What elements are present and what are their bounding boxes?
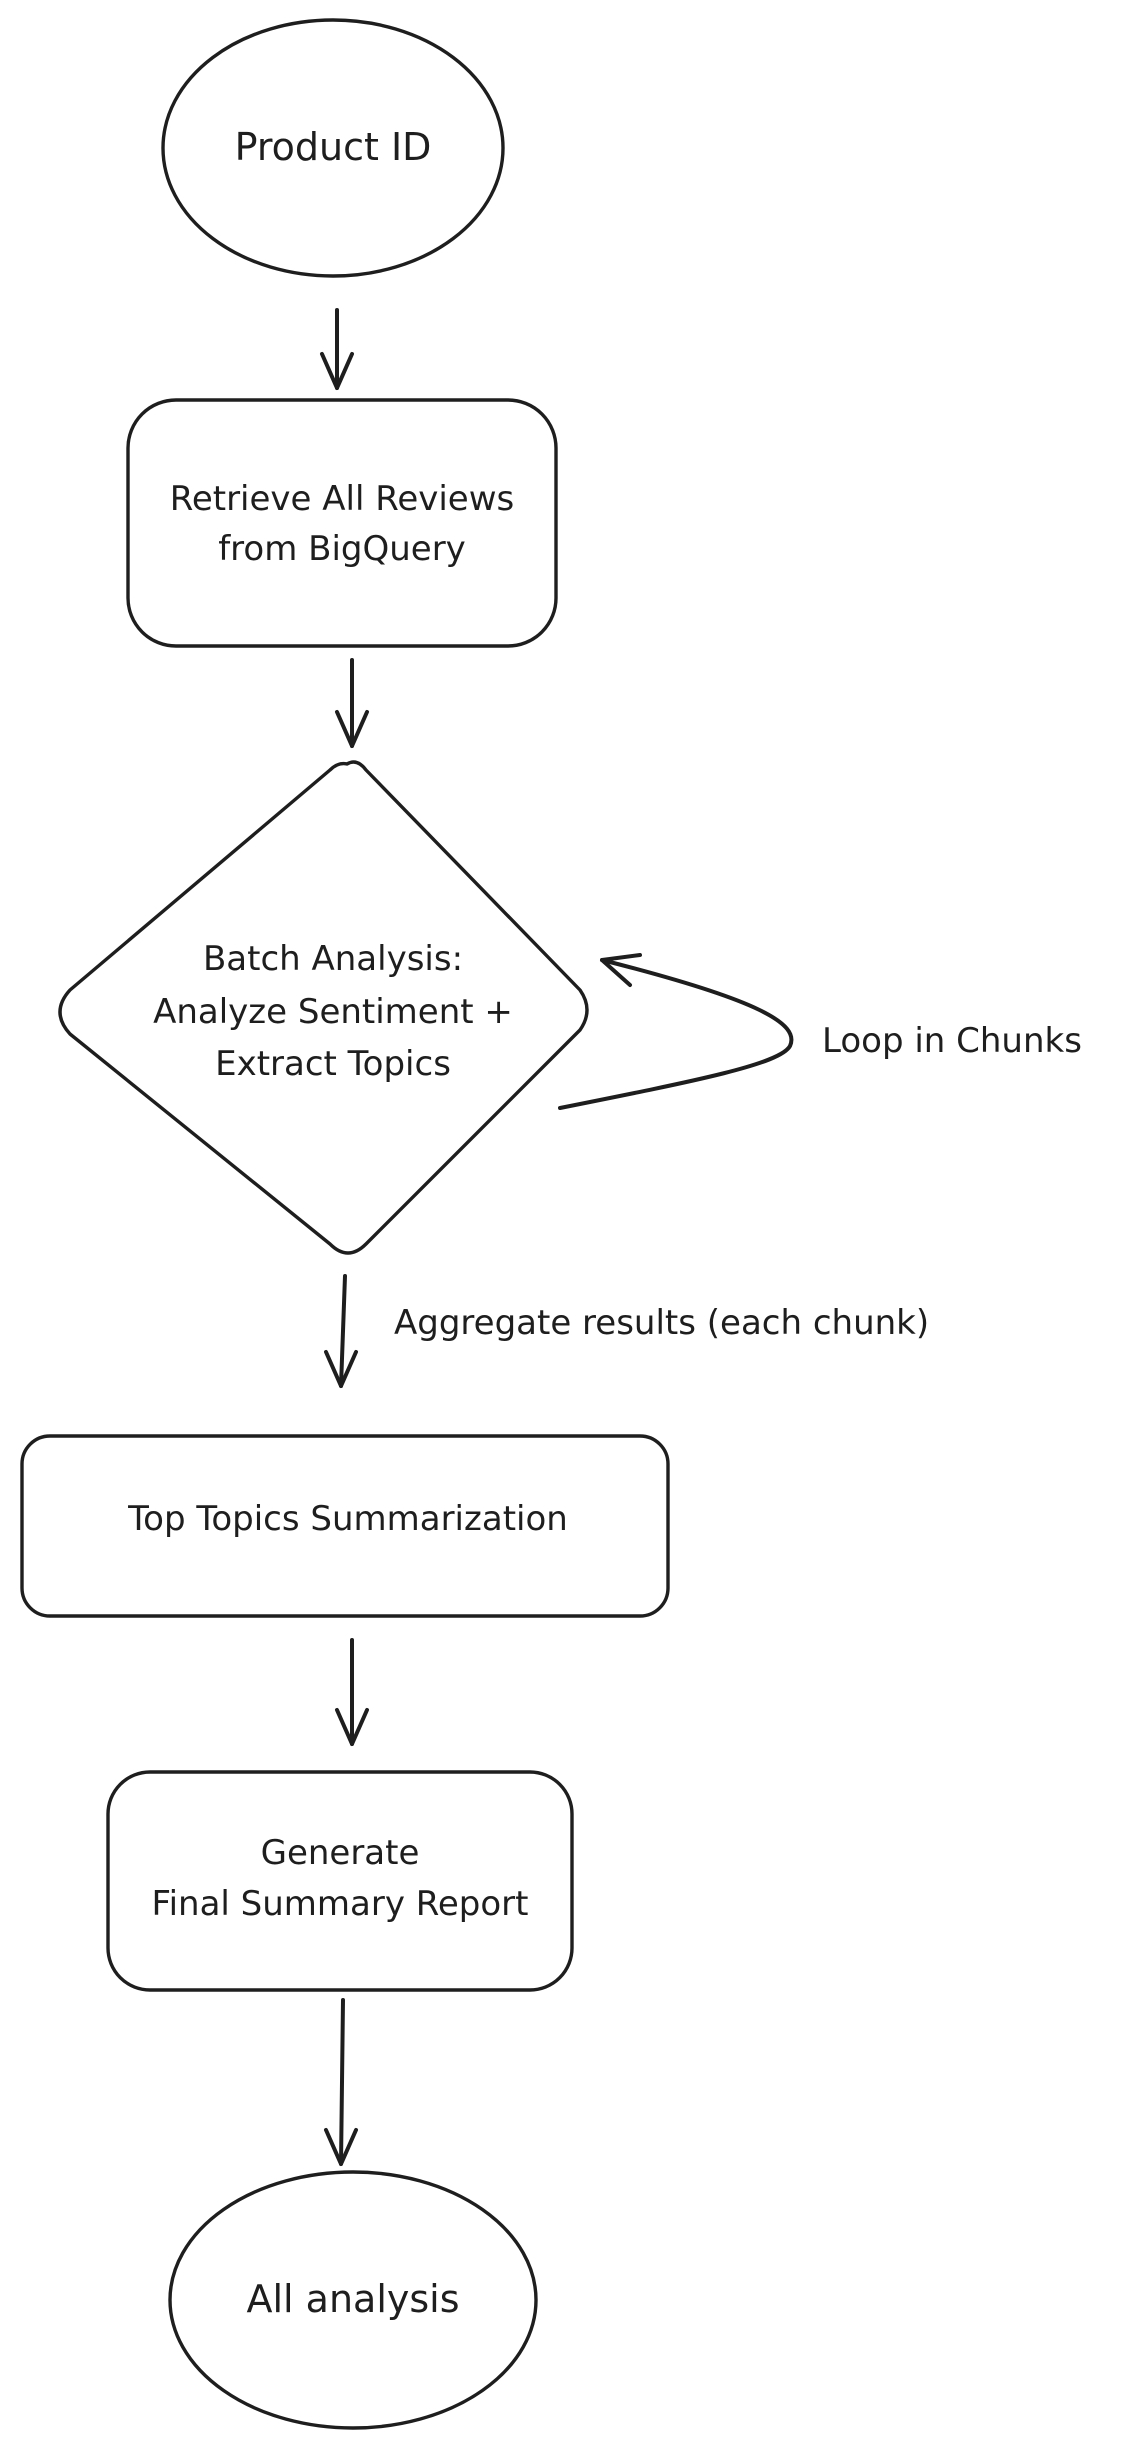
retrieve-node-label-line2: from BigQuery bbox=[218, 529, 466, 569]
batch-node-label-line1: Batch Analysis: bbox=[203, 939, 463, 979]
topics-node: Top Topics Summarization bbox=[20, 1434, 670, 1618]
end-node: All analysis bbox=[168, 2170, 538, 2430]
topics-node-label: Top Topics Summarization bbox=[127, 1499, 568, 1539]
loop-arrow bbox=[558, 953, 794, 1110]
batch-node-label-line3: Extract Topics bbox=[215, 1044, 451, 1084]
batch-analysis-node: Batch Analysis: Analyze Sentiment + Extr… bbox=[58, 760, 589, 1255]
report-node: Generate Final Summary Report bbox=[106, 1770, 574, 1992]
start-node: Product ID bbox=[161, 18, 505, 278]
report-node-label-line1: Generate bbox=[261, 1833, 420, 1873]
arrow-batch-to-topics bbox=[324, 1274, 358, 1388]
batch-node-label-line2: Analyze Sentiment + bbox=[153, 992, 513, 1032]
report-node-label-line2: Final Summary Report bbox=[152, 1884, 529, 1924]
arrow-report-to-end bbox=[324, 1998, 358, 2166]
loop-label: Loop in Chunks bbox=[822, 1021, 1082, 1061]
arrow-start-to-retrieve bbox=[320, 308, 354, 390]
retrieve-node-label-line1: Retrieve All Reviews bbox=[170, 479, 515, 519]
retrieve-node: Retrieve All Reviews from BigQuery bbox=[126, 398, 558, 648]
arrow-topics-to-report bbox=[335, 1638, 369, 1746]
arrow-retrieve-to-batch bbox=[335, 658, 369, 748]
end-node-label: All analysis bbox=[246, 2277, 459, 2321]
start-node-label: Product ID bbox=[235, 125, 432, 169]
aggregate-label: Aggregate results (each chunk) bbox=[394, 1303, 929, 1343]
